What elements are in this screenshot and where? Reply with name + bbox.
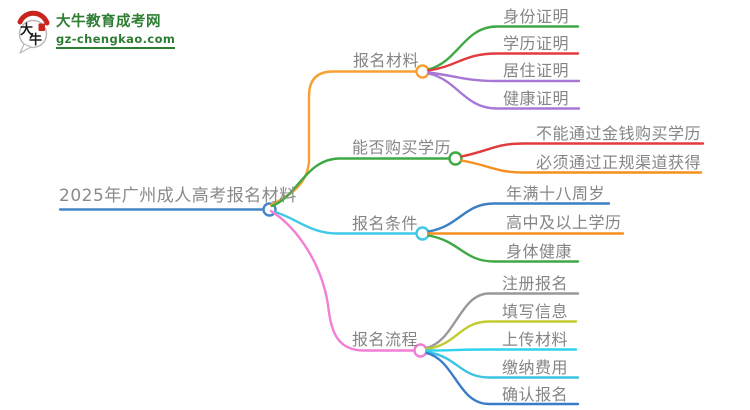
logo-title: 大牛教育成考网 bbox=[56, 14, 161, 30]
node-fill-info: 填写信息 bbox=[502, 302, 569, 321]
requirements-node-circle bbox=[415, 226, 430, 241]
edge-pay-fee bbox=[425, 350, 580, 379]
node-id-proof: 身份证明 bbox=[503, 7, 570, 26]
edge-upload-materials bbox=[425, 348, 578, 352]
site-logo: 大 牛 大牛教育成考网 gz-chengkao.com bbox=[16, 10, 176, 56]
edge-confirm-registration bbox=[425, 351, 580, 406]
node-upload-materials: 上传材料 bbox=[502, 330, 569, 349]
node-pay-fee: 缴纳费用 bbox=[502, 358, 569, 377]
daniu-bubble-icon: 大 牛 bbox=[17, 10, 50, 54]
node-confirm-registration: 确认报名 bbox=[502, 385, 569, 404]
node-requirements: 报名条件 bbox=[352, 214, 419, 233]
node-register: 注册报名 bbox=[502, 274, 569, 293]
edge-age-18-plus bbox=[427, 202, 611, 233]
logo-domain: gz-chengkao.com bbox=[56, 32, 176, 49]
svg-text:大: 大 bbox=[20, 22, 33, 38]
edge-materials-health-proof bbox=[427, 72, 581, 110]
edge-cannot-buy-with-money bbox=[460, 142, 705, 158]
edge-root-to-can-buy-degree bbox=[270, 157, 451, 208]
node-age-18-plus: 年满十八周岁 bbox=[506, 184, 606, 203]
node-good-health: 身体健康 bbox=[506, 242, 573, 261]
node-high-school-or-above: 高中及以上学历 bbox=[506, 213, 622, 232]
node-education-proof: 学历证明 bbox=[503, 34, 570, 53]
edge-materials-education-proof bbox=[427, 52, 580, 72]
edge-materials-residence-proof bbox=[427, 71, 581, 83]
can-buy-degree-node-circle bbox=[448, 151, 463, 166]
edge-must-official-channels bbox=[460, 159, 703, 174]
root-node-label: 2025年广州成人高考报名材料 bbox=[59, 186, 297, 206]
node-process: 报名流程 bbox=[352, 330, 419, 349]
node-residence-proof: 居住证明 bbox=[503, 61, 570, 80]
edge-root-to-process bbox=[269, 209, 416, 352]
node-materials: 报名材料 bbox=[353, 51, 420, 70]
node-cannot-buy-with-money: 不能通过金钱购买学历 bbox=[536, 124, 702, 143]
node-can-buy-degree: 能否购买学历 bbox=[352, 138, 452, 157]
edge-good-health bbox=[427, 234, 580, 263]
node-health-proof: 健康证明 bbox=[503, 89, 570, 108]
edge-register bbox=[425, 292, 580, 350]
svg-text:牛: 牛 bbox=[29, 32, 42, 48]
edge-fill-info bbox=[425, 320, 578, 351]
node-must-official-channels: 必须通过正规渠道获得 bbox=[536, 153, 702, 172]
edge-materials-id-proof bbox=[427, 25, 580, 71]
edge-root-to-requirements bbox=[273, 210, 418, 235]
